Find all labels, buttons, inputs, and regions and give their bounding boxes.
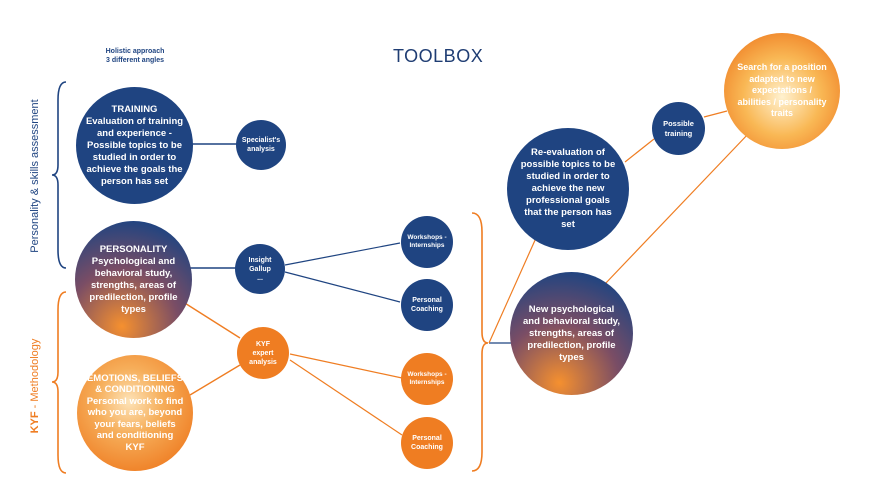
page-title: TOOLBOX: [393, 46, 484, 66]
node-emotions-text: EMOTIONS, BELIEFS & CONDITIONING Persona…: [86, 372, 184, 453]
node-insight: Insight Gallup ...: [235, 244, 285, 294]
brace-personality: [51, 81, 67, 269]
node-coaching-1-text: Personal Coaching: [411, 297, 443, 313]
line-personality-kyf: [179, 299, 241, 339]
node-search-text: Search for a position adapted to new exp…: [737, 62, 827, 119]
holistic-line-2: 3 different angles: [106, 57, 164, 64]
node-reevaluation-text: Re-evaluation of possible topics to be s…: [520, 147, 616, 230]
node-personality: PERSONALITY Psychological and behavioral…: [75, 221, 192, 338]
line-kyf-coaching: [289, 359, 403, 436]
holistic-line-1: Holistic approach: [105, 48, 165, 55]
node-training: TRAINING Evaluation of training and expe…: [76, 87, 193, 204]
line-training-search: [703, 110, 728, 118]
line-brace-reevaluation: [488, 237, 537, 344]
node-search: Search for a position adapted to new exp…: [724, 33, 840, 149]
node-workshops-2: Workshops - Internships: [401, 353, 453, 405]
node-coaching-2: Personal Coaching: [401, 417, 453, 469]
side-label-personality: Personality & skills assessment: [29, 86, 41, 266]
line-insight-coaching: [284, 271, 401, 303]
side-label-kyf-rest: - Methodology: [29, 338, 41, 412]
line-newstudy-search: [603, 131, 751, 286]
brace-kyf: [51, 291, 67, 474]
node-specialist: Specialist's analysis: [236, 120, 286, 170]
holistic-caption: Holistic approach 3 different angles: [95, 47, 175, 65]
node-possible-training-text: Possible training: [663, 119, 694, 138]
brace-middle: [471, 212, 489, 472]
node-workshops-1: Workshops - Internships: [401, 216, 453, 268]
node-workshops-2-text: Workshops - Internships: [407, 370, 447, 387]
node-insight-text: Insight Gallup ...: [248, 256, 272, 282]
node-specialist-text: Specialist's analysis: [241, 137, 281, 153]
node-new-study: New psychological and behavioral study, …: [510, 272, 633, 395]
node-new-study-text: New psychological and behavioral study, …: [523, 303, 620, 363]
node-emotions: EMOTIONS, BELIEFS & CONDITIONING Persona…: [77, 355, 193, 471]
node-coaching-2-text: Personal Coaching: [411, 435, 443, 451]
node-possible-training: Possible training: [652, 102, 705, 155]
side-label-kyf: KYF - Methodology: [29, 336, 41, 436]
node-coaching-1: Personal Coaching: [401, 279, 453, 331]
node-training-text: TRAINING Evaluation of training and expe…: [85, 103, 184, 187]
side-label-personality-text: Personality & skills assessment: [29, 99, 41, 253]
line-reevaluation-training: [624, 138, 655, 163]
node-kyf-expert-text: KYF expert analysis: [249, 340, 277, 366]
line-insight-workshops: [284, 242, 401, 266]
line-emotions-kyf: [189, 364, 241, 396]
node-personality-text: PERSONALITY Psychological and behavioral…: [89, 243, 178, 315]
node-reevaluation: Re-evaluation of possible topics to be s…: [507, 128, 629, 250]
line-kyf-workshops: [289, 353, 403, 379]
side-label-kyf-bold: KYF: [29, 411, 41, 434]
node-workshops-1-text: Workshops - Internships: [407, 233, 447, 250]
node-kyf-expert: KYF expert analysis: [237, 327, 289, 379]
